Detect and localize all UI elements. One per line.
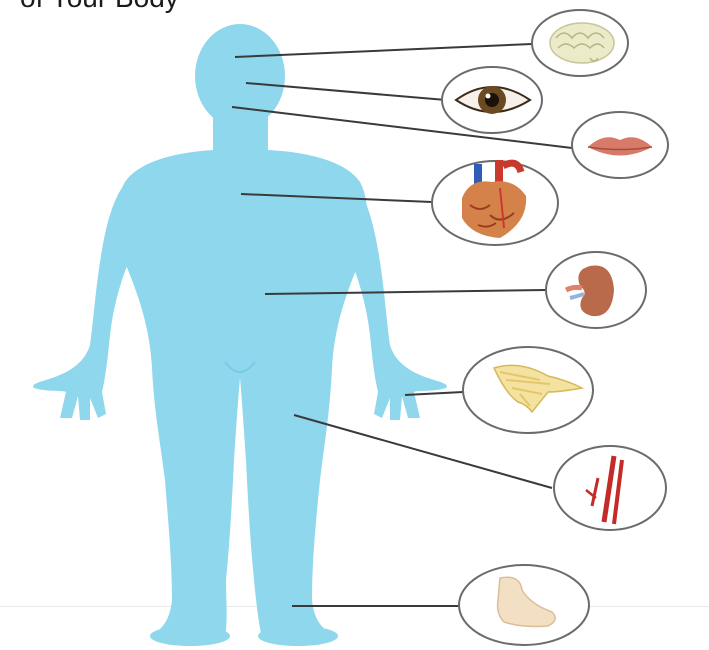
lips-icon	[572, 112, 668, 178]
body-neck	[213, 112, 268, 150]
human-body-silhouette	[33, 24, 447, 646]
body-left-foot	[150, 626, 230, 646]
eye-icon	[442, 67, 542, 133]
body-right-foot	[258, 626, 338, 646]
blood-vessels-icon	[554, 446, 666, 530]
foot-icon	[459, 565, 589, 645]
kidney-icon	[546, 252, 646, 328]
body-left-arm	[33, 178, 138, 420]
body-torso-legs	[117, 150, 368, 638]
leader-brain	[235, 44, 532, 57]
brain-icon	[532, 10, 628, 76]
body-right-arm	[342, 178, 447, 420]
nerves-hand-icon	[463, 347, 593, 433]
heart-icon	[432, 160, 558, 245]
